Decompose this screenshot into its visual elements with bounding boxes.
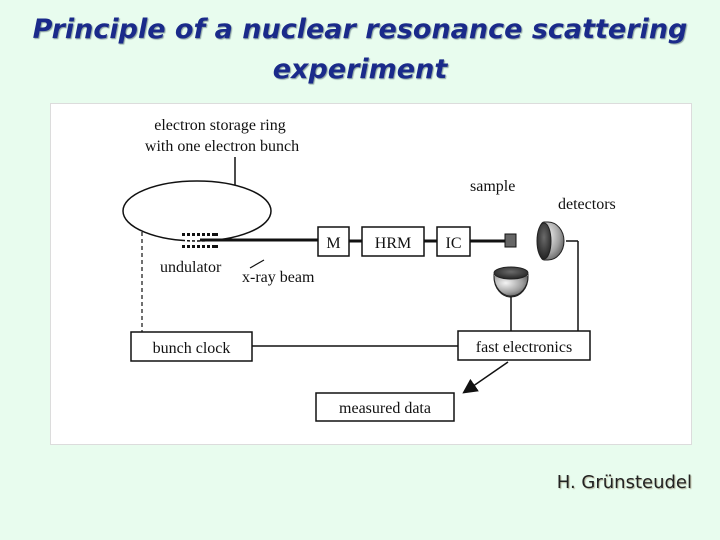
forward-detector — [536, 221, 565, 261]
xray-beam-pointer — [249, 259, 265, 269]
ion-chamber-box — [436, 226, 471, 257]
undulator-label: undulator — [160, 259, 222, 276]
side-detector — [493, 266, 529, 298]
hrm-label: HRM — [375, 235, 411, 252]
author-credit: H. Grünsteudel — [556, 472, 692, 493]
data-output-arrow — [462, 361, 509, 394]
storage-ring-label-line1: electron storage ring — [154, 117, 286, 134]
monochromator-box — [317, 226, 350, 257]
bunch-clock-label: bunch clock — [153, 340, 231, 357]
bunch-clock-box — [130, 331, 253, 362]
fast-electronics-box — [457, 330, 591, 361]
diagram-panel — [50, 103, 692, 445]
measured-data-box — [315, 392, 455, 422]
hrm-box — [361, 226, 425, 257]
xray-beam-label: x-ray beam — [242, 269, 315, 286]
fast-electronics-label: fast electronics — [476, 339, 572, 356]
sample-label: sample — [470, 178, 515, 195]
storage-ring-label-line2: with one electron bunch — [145, 138, 299, 155]
ion-chamber-label: IC — [446, 235, 462, 252]
detectors-label: detectors — [558, 196, 616, 213]
slide-title: Principle of a nuclear resonance scatter… — [32, 14, 688, 85]
sample — [504, 233, 517, 248]
measured-data-label: measured data — [339, 400, 431, 417]
monochromator-label: M — [326, 235, 340, 252]
